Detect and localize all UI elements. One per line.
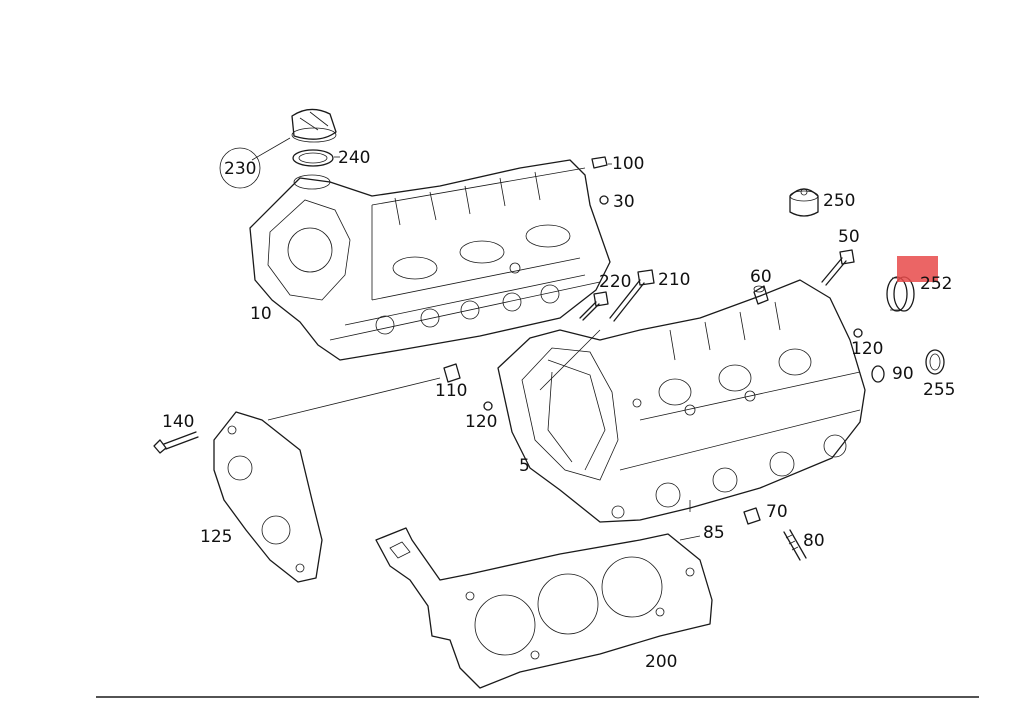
- label-90: 90: [892, 364, 914, 384]
- part-250-cup[interactable]: [789, 188, 819, 217]
- part-5-cylinder-head-right[interactable]: [497, 279, 866, 523]
- label-80: 80: [803, 531, 825, 551]
- label-250: 250: [823, 191, 855, 211]
- part-90-sleeve[interactable]: [871, 365, 885, 383]
- part-100-dowel-pin[interactable]: [591, 156, 608, 169]
- part-60-sleeve[interactable]: [753, 285, 769, 305]
- label-70: 70: [766, 502, 788, 522]
- part-210-bolt[interactable]: [609, 269, 655, 322]
- label-110: 110: [435, 381, 467, 401]
- label-85: 85: [703, 523, 725, 543]
- label-120-right: 120: [851, 339, 883, 359]
- label-140: 140: [162, 412, 194, 432]
- part-240-seal-ring[interactable]: [292, 149, 334, 167]
- part-140-bolt[interactable]: [153, 431, 199, 454]
- label-10: 10: [250, 304, 272, 324]
- leader-lines: [251, 137, 701, 541]
- part-200-head-gasket[interactable]: [375, 527, 713, 689]
- label-255: 255: [923, 380, 955, 400]
- part-120-plug-left[interactable]: [483, 401, 493, 411]
- label-125: 125: [200, 527, 232, 547]
- part-30-plug[interactable]: [599, 195, 609, 205]
- label-220: 220: [599, 272, 631, 292]
- label-60: 60: [750, 267, 772, 287]
- part-230-oil-filler-cap[interactable]: [291, 108, 337, 143]
- label-5: 5: [519, 456, 530, 476]
- label-100: 100: [612, 154, 644, 174]
- label-252: 252: [920, 274, 952, 294]
- part-125-cover[interactable]: [213, 411, 323, 583]
- part-10-cylinder-head-left[interactable]: [249, 159, 611, 361]
- part-50-bolt[interactable]: [821, 249, 855, 286]
- part-255-seal[interactable]: [925, 349, 945, 375]
- label-30: 30: [613, 192, 635, 212]
- label-50: 50: [838, 227, 860, 247]
- part-120-plug-right[interactable]: [853, 328, 863, 338]
- label-200: 200: [645, 652, 677, 672]
- part-80-stud[interactable]: [783, 529, 807, 561]
- label-230: 230: [224, 159, 256, 179]
- label-240: 240: [338, 148, 370, 168]
- part-110-sleeve[interactable]: [443, 363, 461, 383]
- part-252-seal-ring[interactable]: [886, 276, 915, 312]
- part-220-bolt[interactable]: [579, 291, 609, 321]
- label-120-left: 120: [465, 412, 497, 432]
- highlight-marker: [897, 256, 938, 282]
- label-210: 210: [658, 270, 690, 290]
- callout-circle-230: [219, 147, 261, 189]
- part-70-sleeve[interactable]: [743, 507, 761, 525]
